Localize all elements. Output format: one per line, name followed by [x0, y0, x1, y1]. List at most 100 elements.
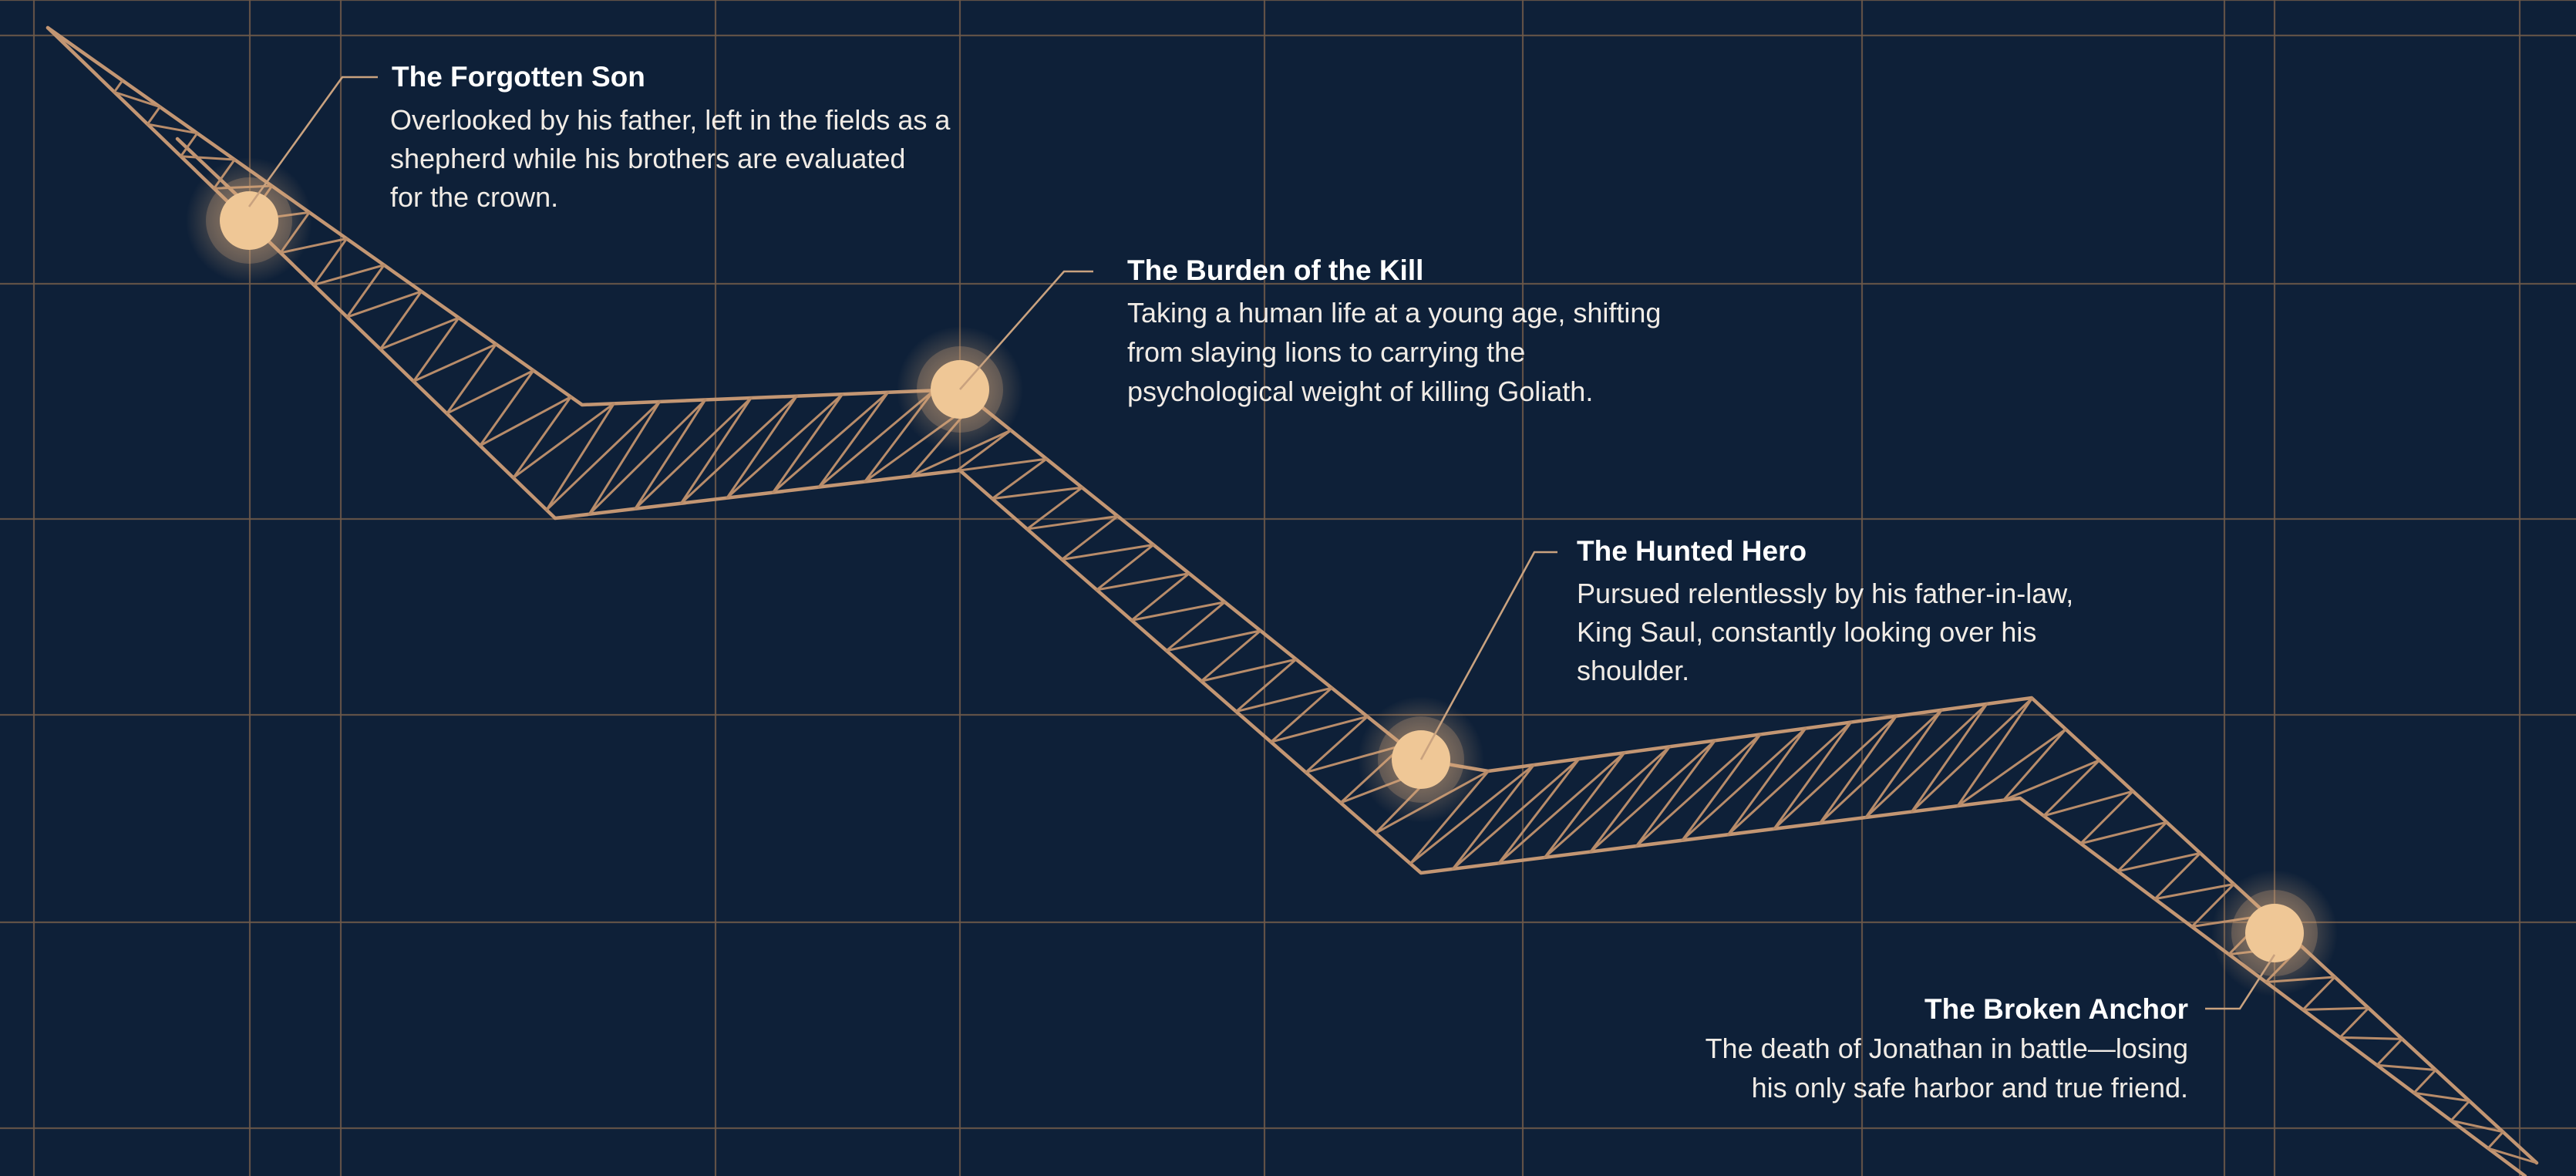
truss-web-diagonal	[1589, 739, 1716, 854]
node-forgotten-son	[186, 157, 312, 284]
truss-web-vertical	[512, 396, 572, 480]
milestone-title: The Burden of the Kill	[1127, 254, 1423, 286]
truss-web-vertical	[1060, 514, 1120, 561]
truss-web-vertical	[1234, 658, 1298, 713]
truss-web-vertical	[2302, 976, 2336, 1011]
truss-web-diagonal	[1497, 751, 1626, 864]
truss-web-vertical	[1095, 543, 1155, 591]
truss-web-vertical	[180, 132, 199, 158]
truss-web-vertical	[1818, 715, 1897, 824]
truss-web-vertical	[2079, 790, 2134, 845]
truss-web-vertical	[1543, 751, 1626, 859]
truss-web-vertical	[479, 369, 535, 447]
truss-web-vertical	[1305, 715, 1369, 774]
leader-line-hunted-hero	[1419, 551, 1557, 760]
milestone-desc-line: Pursued relentlessly by his father-in-la…	[1577, 578, 2073, 609]
truss-web-diagonal	[2116, 851, 2202, 873]
truss-web-diagonal	[2002, 759, 2101, 802]
truss-web-vertical	[817, 391, 890, 489]
milestone-desc-line: shoulder.	[1577, 655, 1689, 686]
truss-web-diagonal	[679, 395, 798, 505]
truss-web-vertical	[1589, 745, 1672, 854]
truss-web-diagonal	[2302, 1006, 2370, 1011]
truss-web-diagonal	[1269, 715, 1369, 743]
truss-web-diagonal	[312, 264, 386, 286]
truss-web-diagonal	[1818, 709, 1943, 824]
truss-web-vertical	[2116, 821, 2168, 873]
truss-web-diagonal	[146, 123, 199, 135]
annotation-forgotten-son: The Forgotten Son Overlooked by his fath…	[247, 61, 951, 213]
truss-web-vertical	[1726, 726, 1807, 836]
truss-web-vertical	[991, 457, 1048, 500]
truss-web-vertical	[1269, 686, 1333, 743]
milestone-desc-line: psychological weight of killing Goliath.	[1127, 376, 1593, 407]
truss-web-vertical	[113, 79, 124, 93]
truss-web-vertical	[2450, 1100, 2471, 1122]
truss-web-vertical	[2042, 759, 2101, 817]
truss-web-diagonal	[726, 393, 844, 500]
truss-web-vertical	[1130, 572, 1190, 622]
truss-web-diagonal	[1095, 572, 1190, 591]
truss-web-diagonal	[2487, 1147, 2538, 1164]
milestone-desc-line: for the crown.	[390, 181, 558, 213]
truss-web-vertical	[1497, 757, 1581, 864]
truss-web-vertical	[1635, 739, 1716, 847]
truss-web-diagonal	[1956, 728, 2067, 807]
truss-web-vertical	[588, 400, 662, 516]
truss-web-diagonal	[2450, 1119, 2504, 1134]
truss-web-vertical	[2413, 1069, 2437, 1094]
truss-web-diagonal	[479, 396, 572, 447]
truss-web-diagonal	[1060, 543, 1155, 561]
truss-web-diagonal	[1864, 703, 1988, 819]
truss-lower-chord	[45, 25, 2527, 1176]
truss-web-diagonal	[1130, 601, 1227, 622]
truss-web-vertical	[679, 396, 753, 505]
milestone-desc-line: his only safe harbor and true friend.	[1752, 1072, 2188, 1104]
truss-web-vertical	[1773, 721, 1853, 831]
truss-web-diagonal	[1025, 514, 1120, 531]
truss-web-diagonal	[1451, 757, 1581, 871]
truss-web-diagonal	[1543, 745, 1672, 859]
truss-web-diagonal	[545, 400, 662, 511]
truss-web-vertical	[379, 290, 423, 351]
node-broken-anchor	[2211, 870, 2338, 996]
truss-web-vertical	[955, 429, 1012, 473]
leader-line-broken-anchor	[2205, 954, 2276, 1010]
truss-web-vertical	[1165, 601, 1227, 652]
truss-web-diagonal	[379, 316, 460, 351]
node-core	[2245, 904, 2304, 962]
milestone-desc-line: shepherd while his brothers are evaluate…	[390, 143, 905, 174]
truss-web-diagonal	[512, 402, 615, 480]
truss-web-diagonal	[1234, 686, 1333, 713]
truss-web-diagonal	[412, 342, 497, 383]
truss-web-vertical	[2002, 728, 2067, 802]
truss-web-vertical	[634, 398, 707, 510]
milestone-desc-line: The death of Jonathan in battle—losing	[1706, 1033, 2188, 1064]
truss-web-vertical	[1025, 486, 1084, 531]
truss-web-diagonal	[2042, 790, 2134, 817]
truss-web-vertical	[771, 393, 844, 494]
truss-web-diagonal	[588, 398, 707, 516]
truss-web-diagonal	[2079, 821, 2168, 845]
truss-web-vertical	[146, 106, 161, 126]
milestone-title: The Forgotten Son	[392, 61, 645, 93]
truss-web-vertical	[312, 238, 349, 286]
truss-web-vertical	[1681, 733, 1762, 842]
truss-web-diagonal	[634, 396, 753, 510]
annotation-burden-of-kill: The Burden of the Kill Taking a human li…	[959, 254, 1661, 407]
truss-web-vertical	[726, 395, 798, 500]
truss-web-vertical	[1451, 763, 1535, 871]
truss-web-diagonal	[2376, 1063, 2437, 1072]
truss-web-diagonal	[955, 457, 1048, 473]
truss-web-diagonal	[113, 90, 161, 109]
truss-web-vertical	[2487, 1131, 2504, 1150]
truss-web-diagonal	[1635, 733, 1762, 847]
milestone-desc-line: Taking a human life at a young age, shif…	[1127, 297, 1661, 329]
truss-web-diagonal	[345, 290, 423, 318]
truss-web-diagonal	[180, 155, 236, 161]
truss-web-vertical	[1864, 709, 1943, 819]
truss-web-diagonal	[1773, 715, 1897, 831]
